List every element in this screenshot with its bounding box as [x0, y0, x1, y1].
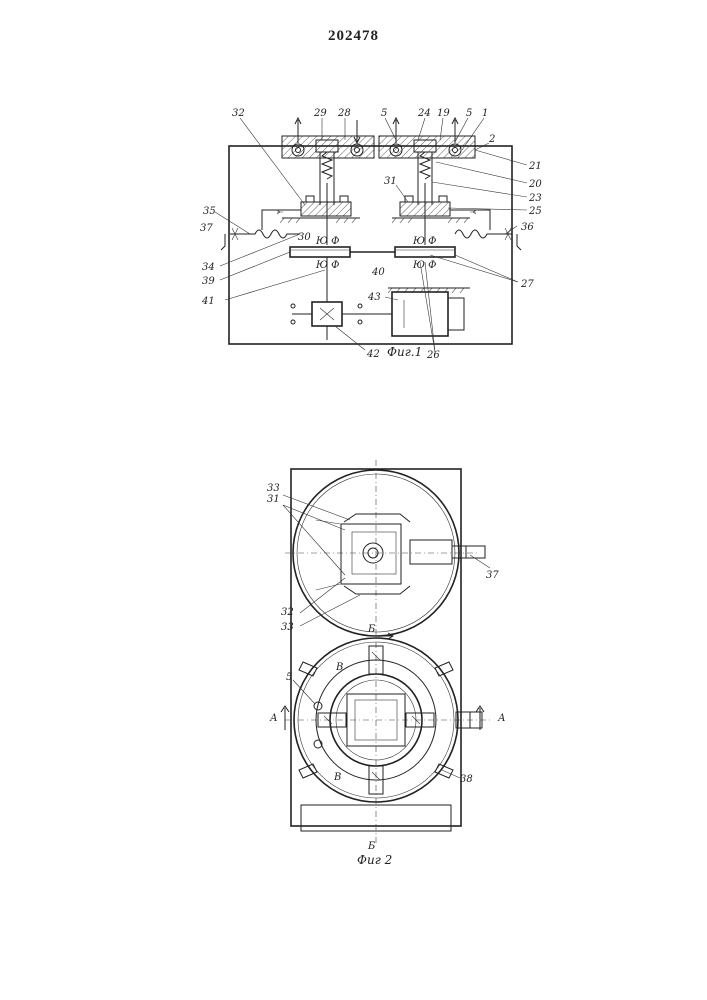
label-b-bottom: Б: [367, 841, 376, 852]
label-27: 27: [520, 279, 534, 290]
label-1: 1: [482, 108, 488, 119]
label-43: 43: [367, 292, 381, 303]
motor: [380, 288, 470, 336]
label-40: 40: [371, 267, 385, 278]
label-31b: 31: [267, 494, 280, 505]
svg-text:Ю Ф: Ю Ф: [412, 260, 436, 271]
svg-text:Ю Ф: Ю Ф: [315, 236, 339, 247]
label-33a: 33: [267, 483, 280, 494]
label-42: 42: [366, 349, 380, 360]
label-a-right: А: [497, 713, 506, 724]
label-32b: 32: [281, 607, 294, 618]
label-38: 38: [460, 774, 473, 785]
figure-1: Ю Ф Ю Ф Ю Ф Ю Ф: [215, 118, 527, 352]
label-35: 35: [203, 206, 216, 217]
label-5c: 5: [286, 672, 292, 683]
label-29: 29: [313, 108, 327, 119]
label-24: 24: [417, 108, 431, 119]
label-37: 37: [200, 223, 213, 234]
label-20: 20: [528, 179, 542, 190]
ground-strips: [280, 218, 470, 223]
bearings: Ю Ф Ю Ф Ю Ф Ю Ф: [315, 236, 436, 271]
label-39: 39: [202, 276, 215, 287]
figure-2: [281, 460, 490, 845]
label-33b: 33: [281, 622, 294, 633]
label-36: 36: [521, 222, 534, 233]
fig1-caption: Фиг.1: [387, 345, 422, 359]
label-37b: 37: [486, 570, 499, 581]
label-5a: 5: [381, 108, 387, 119]
label-41: 41: [201, 296, 215, 307]
label-v-bottom: В: [333, 772, 341, 783]
label-34: 34: [202, 262, 215, 273]
lower-turntable: [281, 633, 484, 802]
label-25: 25: [528, 206, 542, 217]
label-31: 31: [384, 176, 397, 187]
label-23: 23: [528, 193, 542, 204]
label-21: 21: [528, 161, 542, 172]
label-19: 19: [437, 108, 450, 119]
label-5b: 5: [466, 108, 472, 119]
fig2-caption: Фиг 2: [357, 853, 392, 867]
label-30: 30: [298, 232, 311, 243]
label-28: 28: [337, 108, 351, 119]
label-32: 32: [232, 108, 245, 119]
label-b-top: Б: [367, 624, 376, 635]
side-pipes: [221, 210, 521, 250]
label-a-left: А: [269, 713, 278, 724]
label-v-top: В: [335, 662, 343, 673]
label-2: 2: [488, 134, 495, 145]
svg-text:Ю Ф: Ю Ф: [412, 236, 436, 247]
main-shaft: [290, 247, 455, 257]
label-26: 26: [426, 350, 440, 361]
